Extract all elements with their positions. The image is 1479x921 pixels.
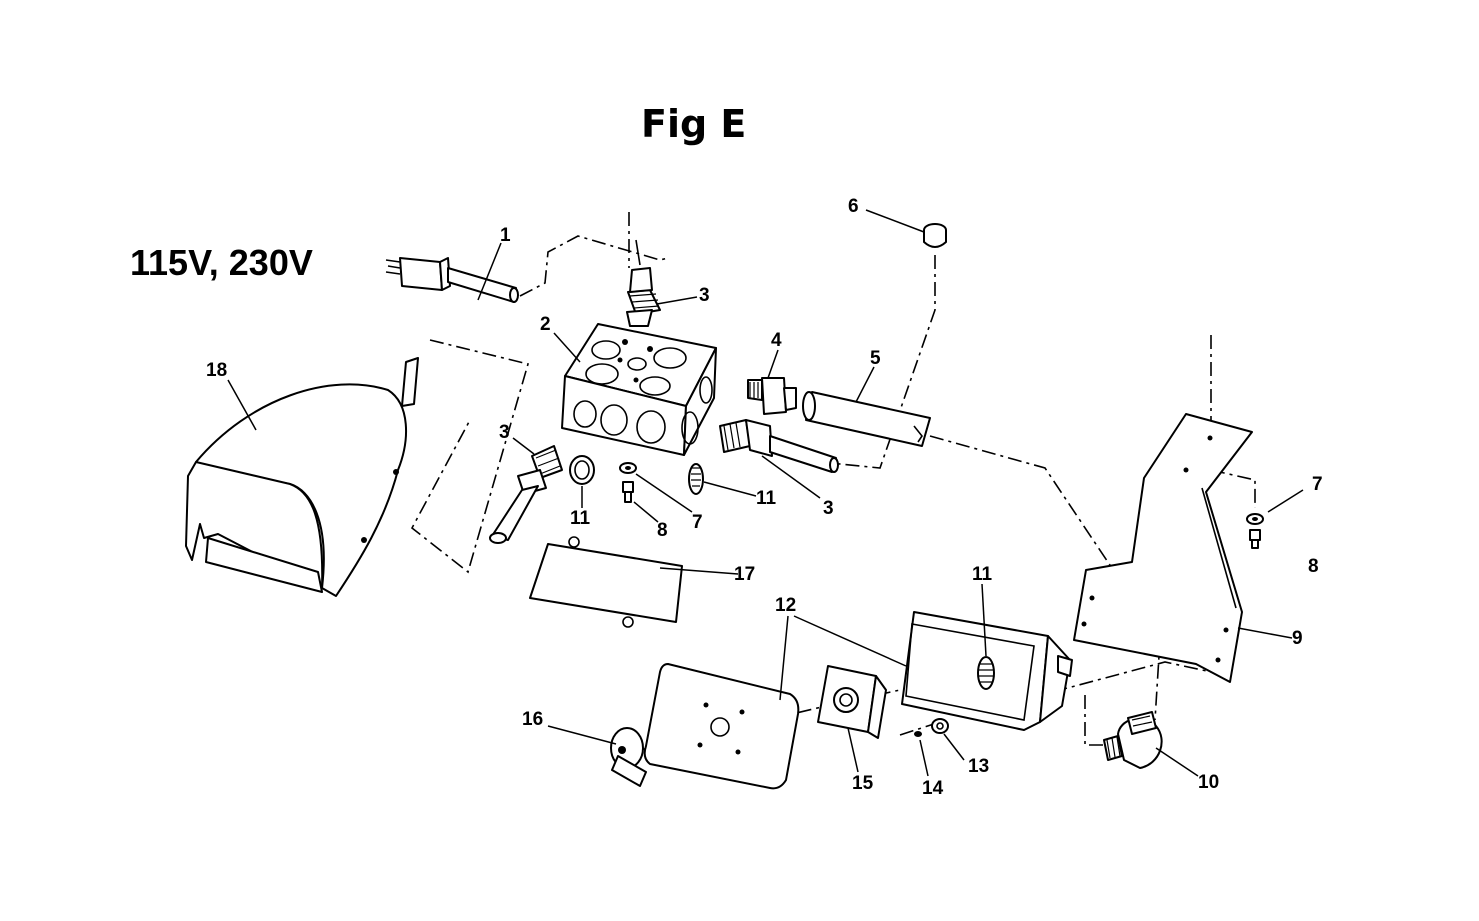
foot-pedal: [185, 357, 419, 597]
callout-10: 10: [1198, 772, 1219, 793]
lock-nut-1: [569, 455, 595, 485]
cover-plate: [529, 536, 683, 628]
voltage-label: 115V, 230V: [130, 242, 313, 283]
callout-17: 17: [734, 564, 755, 585]
callout-9: 9: [1292, 628, 1303, 649]
callout-8-left: 8: [657, 520, 668, 541]
callout-11-left: 11: [570, 508, 591, 529]
callout-15: 15: [852, 773, 874, 794]
connector-top: [626, 239, 661, 327]
knob: [610, 727, 647, 787]
connector-right: [719, 419, 839, 473]
callout-12: 12: [775, 595, 796, 616]
mounting-bracket: [1073, 413, 1253, 683]
callout-2: 2: [540, 314, 551, 335]
callout-5: 5: [870, 348, 881, 369]
switch: [817, 665, 887, 739]
callout-3-left: 3: [499, 422, 510, 443]
callout-8-right: 8: [1308, 556, 1319, 577]
plug-cap: [923, 223, 947, 248]
straight-connector: [747, 377, 797, 415]
callout-7-left: 7: [692, 512, 703, 533]
callout-3-top: 3: [699, 285, 710, 306]
washer-2: [1246, 513, 1264, 525]
callout-14: 14: [922, 778, 944, 799]
junction-box: [561, 323, 717, 456]
callout-11-center: 11: [756, 488, 777, 509]
callout-4: 4: [771, 330, 782, 351]
washer-1: [619, 462, 637, 474]
callout-3-right: 3: [823, 498, 834, 519]
leader-lines: [227, 209, 1304, 777]
callout-1: 1: [500, 225, 511, 246]
callout-16: 16: [522, 709, 543, 730]
conduit: [802, 391, 931, 447]
power-cord-plug: [385, 257, 519, 303]
face-plate: [643, 663, 800, 790]
callout-6: 6: [848, 196, 859, 217]
elbow-connector: [1103, 711, 1163, 769]
screw-2: [1249, 529, 1261, 549]
figure-title: Fig E: [641, 102, 747, 146]
callout-7-right: 7: [1312, 474, 1323, 495]
switch-box: [901, 611, 1073, 731]
callout-numbers: 1 3 2 4 5 6 18 3 11 8 7 11 3 17 11 12 7 …: [206, 196, 1323, 799]
washer-3: [931, 718, 949, 734]
callout-13: 13: [968, 756, 989, 777]
lock-nut-2: [688, 463, 704, 495]
callout-11-right: 11: [972, 564, 993, 585]
callout-18: 18: [206, 360, 227, 381]
screw-1: [622, 481, 634, 503]
connector-left: [489, 445, 563, 544]
screw-3: [914, 731, 922, 737]
